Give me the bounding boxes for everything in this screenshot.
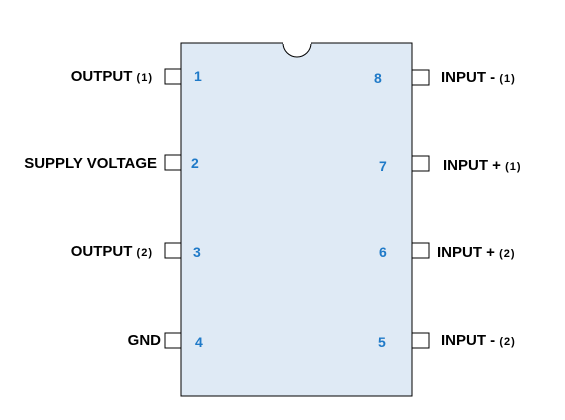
pin-stub-7 <box>411 155 430 172</box>
pin-6-label: INPUT + (2) <box>437 244 516 261</box>
pin-3-number: 3 <box>193 244 201 260</box>
pin-stub-3 <box>164 242 182 259</box>
pin-stub-1 <box>164 68 182 85</box>
pin-6-number: 6 <box>379 244 387 260</box>
pin-5-label: INPUT - (2) <box>441 332 516 349</box>
pin-stub-8 <box>411 69 430 86</box>
pin-4-number: 4 <box>195 334 203 350</box>
pin-5-number: 5 <box>378 334 386 350</box>
pin-8-number: 8 <box>374 70 382 86</box>
pin-3-label: OUTPUT (2) <box>70 243 153 260</box>
pin-8-label: INPUT - (1) <box>441 69 516 86</box>
pin-stub-4 <box>164 332 182 349</box>
pin-2-label: SUPPLY VOLTAGE <box>24 155 157 172</box>
pin-1-number: 1 <box>194 68 202 84</box>
pin-7-number: 7 <box>379 158 387 174</box>
pin-4-label: GND <box>127 332 161 349</box>
pin-2-number: 2 <box>191 155 199 171</box>
chip-body <box>180 42 413 397</box>
pin-1-label: OUTPUT (1) <box>70 68 153 85</box>
pin-7-label: INPUT + (1) <box>443 157 522 174</box>
orientation-notch <box>282 42 312 58</box>
pin-stub-2 <box>164 154 182 171</box>
pin-stub-5 <box>411 332 430 349</box>
pin-stub-6 <box>411 242 430 259</box>
